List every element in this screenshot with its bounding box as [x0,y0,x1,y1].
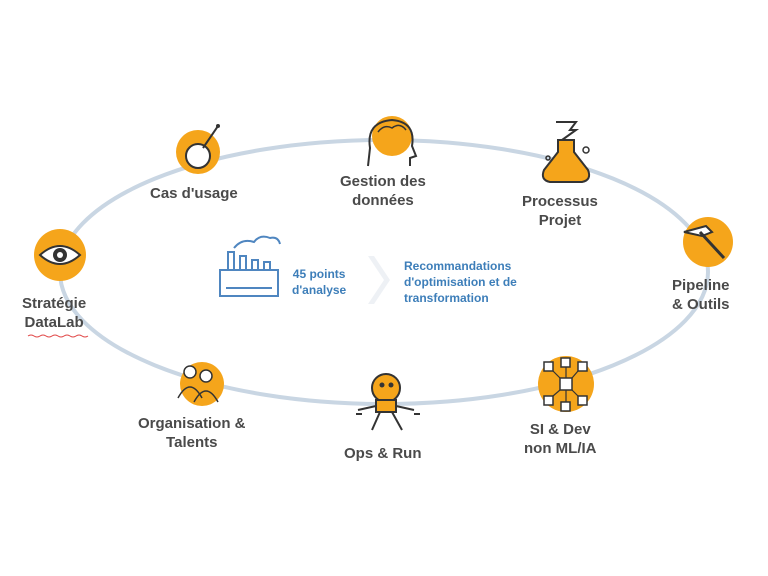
label-gestion: Gestion des données [340,172,426,210]
factory-icon [219,235,281,297]
points-line1: 45 points [292,267,346,281]
arrow-chevron-icon [368,256,390,304]
label-ops-run: Ops & Run [344,444,422,463]
team-icon [177,362,224,406]
gestion-line1: Gestion des [340,173,426,190]
si-dev-line2: non ML/IA [524,440,597,457]
points-text: 45 points d'analyse [292,266,346,298]
reco-line1: Recommandations [404,259,512,273]
points-line2: d'analyse [292,283,347,297]
label-organisation: Organisation & Talents [138,414,246,452]
strategie-line1: Stratégie [22,295,87,312]
label-processus: Processus Projet [522,192,598,230]
eye-icon [34,229,86,281]
label-si-dev: SI & Dev non ML/IA [524,420,596,458]
reco-line3: transformation [404,291,489,305]
organisation-line1: Organisation & [138,415,246,432]
reco-line2: d'optimisation et de [404,275,517,289]
cas-usage-line1: Cas d'usage [150,185,238,202]
strategie-line2: DataLab [24,314,84,331]
brain-head-icon [367,116,418,167]
gestion-line2: données [352,192,414,209]
si-dev-line1: SI & Dev [529,421,591,438]
label-strategie: Stratégie DataLab [22,294,86,332]
ops-run-line1: Ops & Run [344,445,422,462]
recommendations-text: Recommandations d'optimisation et de tra… [404,258,517,306]
network-icon [538,356,594,412]
pipeline-line1: Pipeline [672,277,730,294]
processus-line1: Processus [522,193,598,210]
hammer-icon [683,217,733,267]
processus-line2: Projet [538,212,582,229]
robot-icon [356,373,420,431]
organisation-line2: Talents [166,434,218,451]
label-pipeline: Pipeline & Outils [672,276,730,314]
pipeline-line2: & Outils [672,296,730,313]
spellcheck-underline [27,334,89,338]
label-cas-usage: Cas d'usage [150,184,238,203]
flask-icon [541,121,591,183]
compass-icon [176,124,220,174]
